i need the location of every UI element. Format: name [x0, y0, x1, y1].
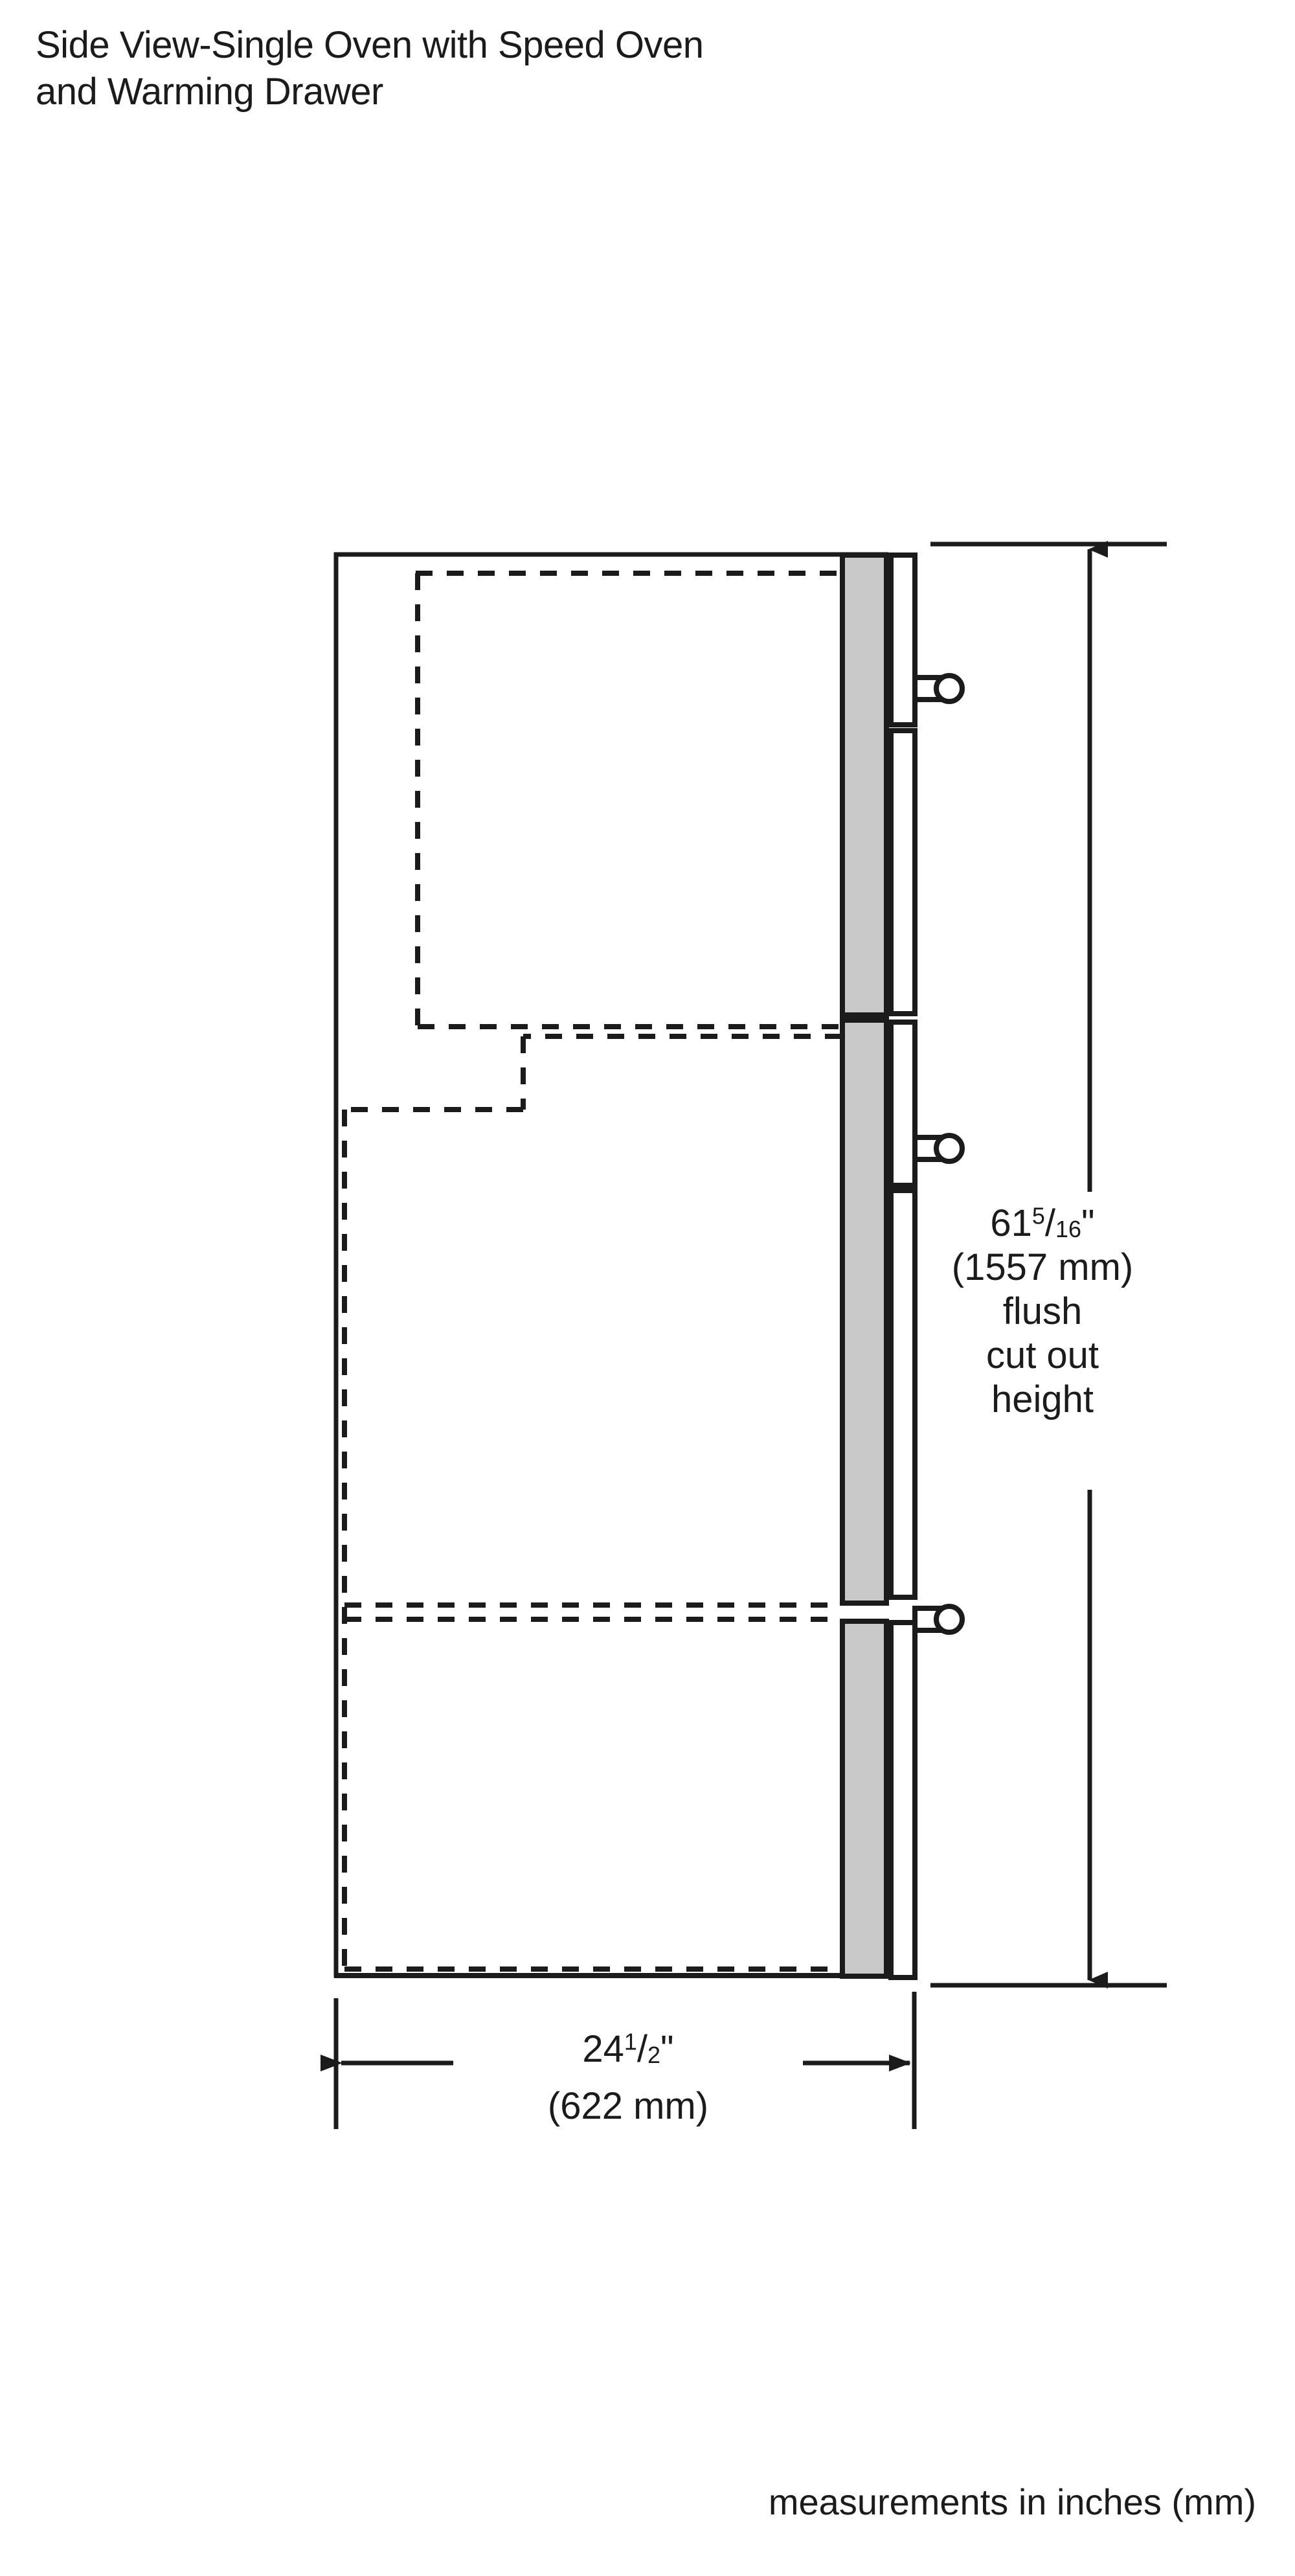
height-dimension-note-2: cut out [985, 1334, 1099, 1376]
appliance-front-panels [888, 553, 918, 1980]
width-dimension-numerator: 1 [624, 2028, 637, 2055]
warming-drawer-handle-stem [912, 1606, 945, 1633]
height-dimension-numerator: 5 [1031, 1202, 1045, 1229]
height-dimension-slash: / [1044, 1202, 1056, 1244]
single-oven-handle [912, 1133, 965, 1164]
height-dimension-inch-mark: " [1081, 1202, 1095, 1244]
height-dimension-metric: (1557 mm) [951, 1246, 1134, 1288]
page-title-line-1: Side View-Single Oven with Speed Oven [36, 24, 704, 66]
warming-drawer-handle [912, 1604, 965, 1635]
speed-oven-handle [912, 673, 965, 704]
cavity-hidden-lines [342, 571, 842, 1972]
width-dimension-metric: (622 mm) [547, 2085, 709, 2127]
height-dimension-denominator: 16 [1055, 1215, 1082, 1242]
height-dimension-label: 615/16" (1557 mm) flush cut out height [919, 1202, 1166, 1422]
page-title: Side View-Single Oven with Speed Oven an… [36, 22, 1169, 115]
width-dimension-whole: 24 [582, 2028, 624, 2070]
width-dimension-slash: / [636, 2028, 648, 2070]
height-dimension-value: 615/16" [919, 1202, 1166, 1246]
speed-oven-handle-knob [934, 673, 965, 704]
warming-drawer-body [840, 1619, 889, 1979]
width-dimension-denominator: 2 [648, 2041, 661, 2068]
width-dimension-inch-mark: " [660, 2028, 674, 2070]
single-oven-door-panel [888, 1188, 918, 1600]
speed-oven-control-panel [888, 553, 918, 727]
single-oven-handle-knob [934, 1133, 965, 1164]
height-dimension-note-1: flush [1002, 1290, 1083, 1332]
single-oven-control-panel [888, 1020, 918, 1188]
speed-oven-door-panel [888, 728, 918, 1016]
height-dimension-whole: 61 [990, 1202, 1032, 1244]
appliance-handles [912, 673, 965, 1635]
warming-drawer-handle-knob [934, 1604, 965, 1635]
appliance-body-panels [840, 553, 889, 1979]
single-oven-handle-stem [912, 1135, 945, 1162]
page-title-line-2: and Warming Drawer [36, 71, 383, 113]
single-oven-body [840, 1018, 889, 1606]
speed-oven-body [840, 553, 889, 1018]
cabinet-outline [333, 552, 888, 1978]
warming-drawer-front-panel [888, 1620, 918, 1980]
width-dimension-value: 241/2" [453, 2026, 803, 2073]
speed-oven-handle-stem [912, 675, 945, 702]
measurement-units-note: measurements in inches (mm) [768, 2481, 1256, 2522]
height-dimension-note-3: height [991, 1378, 1094, 1420]
